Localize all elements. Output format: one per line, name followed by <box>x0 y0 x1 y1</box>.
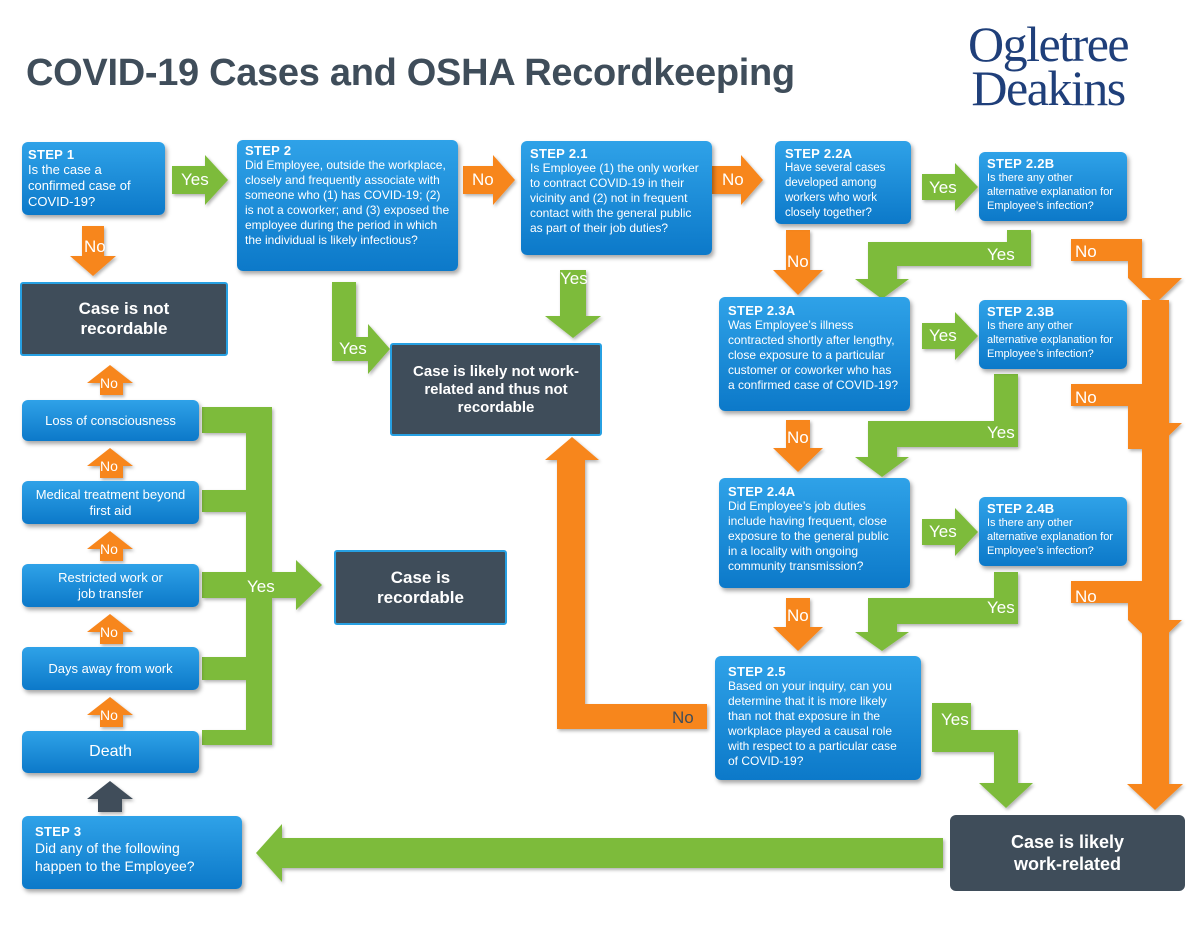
option-restricted-work: Restricted work or job transfer <box>22 564 199 607</box>
step-2-4a-label: STEP 2.4A <box>728 484 796 499</box>
step-2-5-question: Based on your inquiry, can you determine… <box>728 679 897 768</box>
step-2-question: Did Employee, outside the workplace, clo… <box>245 158 450 247</box>
label-no-up-2: No <box>100 458 118 474</box>
label-yes-s1: Yes <box>181 170 209 189</box>
label-yes-s25: Yes <box>941 710 969 729</box>
arrow-likely-work-to-step3 <box>256 824 943 882</box>
arrow-s1-yes <box>172 155 228 205</box>
step-2-2a-box: STEP 2.2A Have several cases developed a… <box>775 141 911 224</box>
arrow-s23a-no <box>773 420 823 472</box>
label-yes-s24a: Yes <box>929 522 957 541</box>
step-2-2b-label: STEP 2.2B <box>987 156 1055 171</box>
arrow-s1-no <box>70 226 116 276</box>
arrow-s21-yes <box>545 270 601 338</box>
step-2-2a-label: STEP 2.2A <box>785 146 853 161</box>
label-no-up-3: No <box>100 541 118 557</box>
outcome-likely-not-work-related: Case is likely not work-related and thus… <box>390 343 602 436</box>
option-medical-treatment: Medical treatment beyond first aid <box>22 481 199 524</box>
label-yes-s21: Yes <box>560 269 588 288</box>
outcome-not-recordable: Case is not recordable <box>20 282 228 356</box>
label-no-up-4: No <box>100 624 118 640</box>
arrow-no-up-1 <box>87 365 133 395</box>
step-2-1-label: STEP 2.1 <box>530 146 588 161</box>
label-yes-s24b: Yes <box>987 598 1015 617</box>
arrow-s24b-yes <box>855 572 1018 651</box>
step-2-2b-question: Is there any other alternative explanati… <box>987 172 1113 212</box>
option-days-away: Days away from work <box>22 647 199 690</box>
label-no-up-1: No <box>100 375 118 391</box>
label-no-up-5: No <box>100 707 118 723</box>
arrow-s21-no <box>712 155 763 205</box>
step-1-label: STEP 1 <box>28 147 75 162</box>
step-2-4a-question: Did Employee’s job duties include having… <box>728 499 889 573</box>
step-3-box: STEP 3 Did any of the following happen t… <box>22 816 242 889</box>
arrow-s23b-yes <box>855 374 1018 477</box>
arrow-s25-no <box>545 437 707 729</box>
step-3-label: STEP 3 <box>35 824 82 839</box>
arrow-no-up-5 <box>87 697 133 727</box>
step-2-box: STEP 2 Did Employee, outside the workpla… <box>237 140 458 271</box>
option-loss-of-consciousness: Loss of consciousness <box>22 400 199 441</box>
company-logo: Ogletree Deakins <box>968 16 1130 116</box>
step-2-label: STEP 2 <box>245 143 292 158</box>
step-2-4b-box: STEP 2.4B Is there any other alternative… <box>979 497 1127 566</box>
bracket-step3-yes <box>202 407 322 745</box>
label-no-s24b: No <box>1075 587 1097 606</box>
step-2-4a-box: STEP 2.4A Did Employee’s job duties incl… <box>719 478 910 588</box>
arrow-s22a-no <box>773 230 823 295</box>
label-yes-s2: Yes <box>339 339 367 358</box>
arrow-no-up-2 <box>87 448 133 478</box>
arrow-step3-up <box>87 781 133 812</box>
label-no-s23b: No <box>1075 388 1097 407</box>
arrow-no-up-4 <box>87 614 133 644</box>
step-2-2a-question: Have several cases developed among worke… <box>785 162 886 219</box>
label-yes-s22b: Yes <box>987 245 1015 264</box>
arrow-s22a-yes <box>922 163 978 211</box>
label-yes-step3: Yes <box>247 577 275 596</box>
orange-trunk-right <box>1127 300 1183 810</box>
step-2-1-question: Is Employee (1) the only worker to contr… <box>530 161 699 235</box>
option-death: Death <box>22 731 199 773</box>
step-2-3a-box: STEP 2.3A Was Employee’s illness contrac… <box>719 297 910 411</box>
label-no-s25: No <box>672 708 694 727</box>
step-2-4b-label: STEP 2.4B <box>987 501 1055 516</box>
outcome-likely-work-related: Case is likely work-related <box>950 815 1185 891</box>
arrow-s2-no <box>463 155 515 205</box>
label-no-s1: No <box>84 237 106 256</box>
label-no-s22b: No <box>1075 242 1097 261</box>
step-2-1-box: STEP 2.1 Is Employee (1) the only worker… <box>521 141 712 255</box>
step-1-question: Is the case a confirmed case of COVID-19… <box>28 162 131 209</box>
arrow-s22b-no <box>1071 239 1182 304</box>
step-2-3b-question: Is there any other alternative explanati… <box>987 320 1113 360</box>
label-yes-s23a: Yes <box>929 326 957 345</box>
page-title: COVID-19 Cases and OSHA Recordkeeping <box>26 52 795 94</box>
arrow-no-up-3 <box>87 531 133 561</box>
step-2-3b-box: STEP 2.3B Is there any other alternative… <box>979 300 1127 369</box>
step-2-5-box: STEP 2.5 Based on your inquiry, can you … <box>715 656 921 780</box>
step-2-4b-question: Is there any other alternative explanati… <box>987 517 1113 557</box>
label-yes-s23b: Yes <box>987 423 1015 442</box>
label-no-s24a: No <box>787 606 809 625</box>
step-2-3a-question: Was Employee’s illness contracted shortl… <box>728 318 899 392</box>
label-no-s21: No <box>722 170 744 189</box>
arrow-s22b-yes <box>855 230 1031 299</box>
step-1-box: STEP 1 Is the case a confirmed case of C… <box>22 142 165 215</box>
label-no-s2: No <box>472 170 494 189</box>
arrow-s2-yes <box>332 282 390 374</box>
arrow-s24a-no <box>773 598 823 651</box>
label-no-s22a: No <box>787 252 809 271</box>
arrow-s25-yes <box>932 703 1033 808</box>
step-2-3b-label: STEP 2.3B <box>987 304 1055 319</box>
arrow-s24a-yes <box>922 508 978 556</box>
step-3-question: Did any of the following happen to the E… <box>35 840 195 874</box>
step-2-5-label: STEP 2.5 <box>728 664 786 679</box>
label-yes-s22a: Yes <box>929 178 957 197</box>
label-no-s23a: No <box>787 428 809 447</box>
step-2-2b-box: STEP 2.2B Is there any other alternative… <box>979 152 1127 221</box>
arrow-s23a-yes <box>922 312 978 360</box>
outcome-recordable: Case is recordable <box>334 550 507 625</box>
step-2-3a-label: STEP 2.3A <box>728 303 796 318</box>
